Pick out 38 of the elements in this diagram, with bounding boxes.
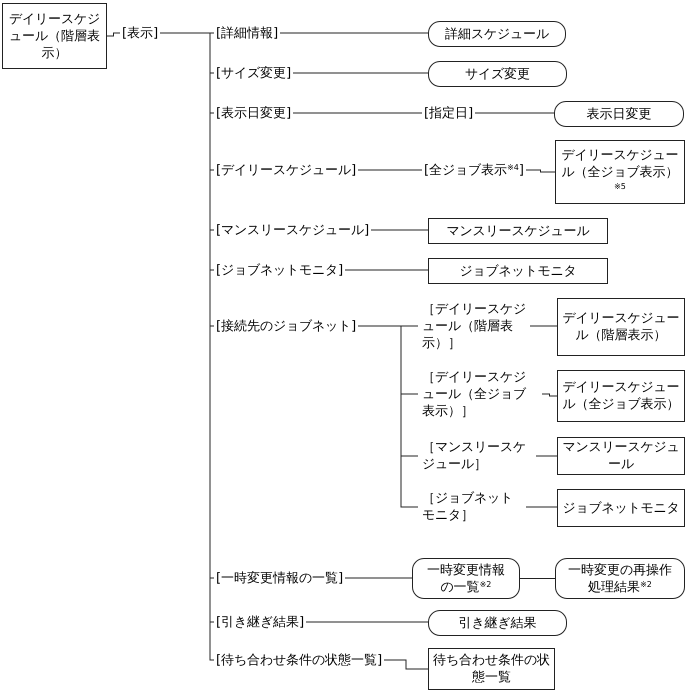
connector-line xyxy=(280,32,428,34)
window-pill: 詳細スケジュール xyxy=(428,21,566,47)
screen-box: デイリースケジュール（階層表示） xyxy=(557,298,685,356)
window-pill: 一時変更情報の一覧$^{※2}$ xyxy=(412,558,520,599)
window-pill: 引き継ぎ結果 xyxy=(428,610,567,636)
menu-label: [詳細情報] xyxy=(214,24,280,42)
screen-box: デイリースケジュール（全ジョブ表示） xyxy=(557,370,685,422)
menu-label: [サイズ変更] xyxy=(214,64,294,82)
connector-line xyxy=(292,72,428,74)
menu-label: [全ジョブ表示$^{※4}$] xyxy=(422,161,526,179)
menu-label: [指定日] xyxy=(422,104,476,122)
screen-box: ジョブネットモニタ xyxy=(428,258,608,284)
connector-line xyxy=(542,394,558,396)
screen-box: マンスリースケジュール xyxy=(557,437,685,475)
screen-box: ジョブネットモニタ xyxy=(557,489,685,527)
screen-box: 待ち合わせ条件の状態一覧 xyxy=(428,648,555,690)
window-pill: 一時変更の再操作処理結果$^{※2}$ xyxy=(555,558,685,599)
connector-line xyxy=(292,112,422,114)
menu-label: [一時変更情報の一覧] xyxy=(214,569,346,587)
connector-line xyxy=(474,112,554,114)
screen-box: デイリースケジュール（階層表示） xyxy=(2,3,107,69)
menu-label: [表示日変更] xyxy=(214,104,294,122)
menu-label: [待ち合わせ条件の状態一覧] xyxy=(214,651,384,669)
connector-line xyxy=(526,170,556,172)
window-pill: サイズ変更 xyxy=(428,61,567,87)
menu-label: [デイリースケジュール] xyxy=(214,161,358,179)
connector-line xyxy=(384,660,428,670)
window-pill: 表示日変更 xyxy=(554,101,684,127)
menu-label: [接続先のジョブネット] xyxy=(214,317,358,335)
menu-label: [表示] xyxy=(120,24,160,42)
menu-label: [ジョブネットモニタ] xyxy=(214,261,346,279)
connector-line xyxy=(106,32,120,36)
screen-box: マンスリースケジュール xyxy=(428,218,608,244)
menu-label: [引き継ぎ結果] xyxy=(214,613,306,631)
menu-label: [マンスリースケジュール] xyxy=(214,221,372,239)
connector-line xyxy=(358,326,418,508)
connector-line xyxy=(526,506,558,508)
connector-line xyxy=(520,578,556,579)
